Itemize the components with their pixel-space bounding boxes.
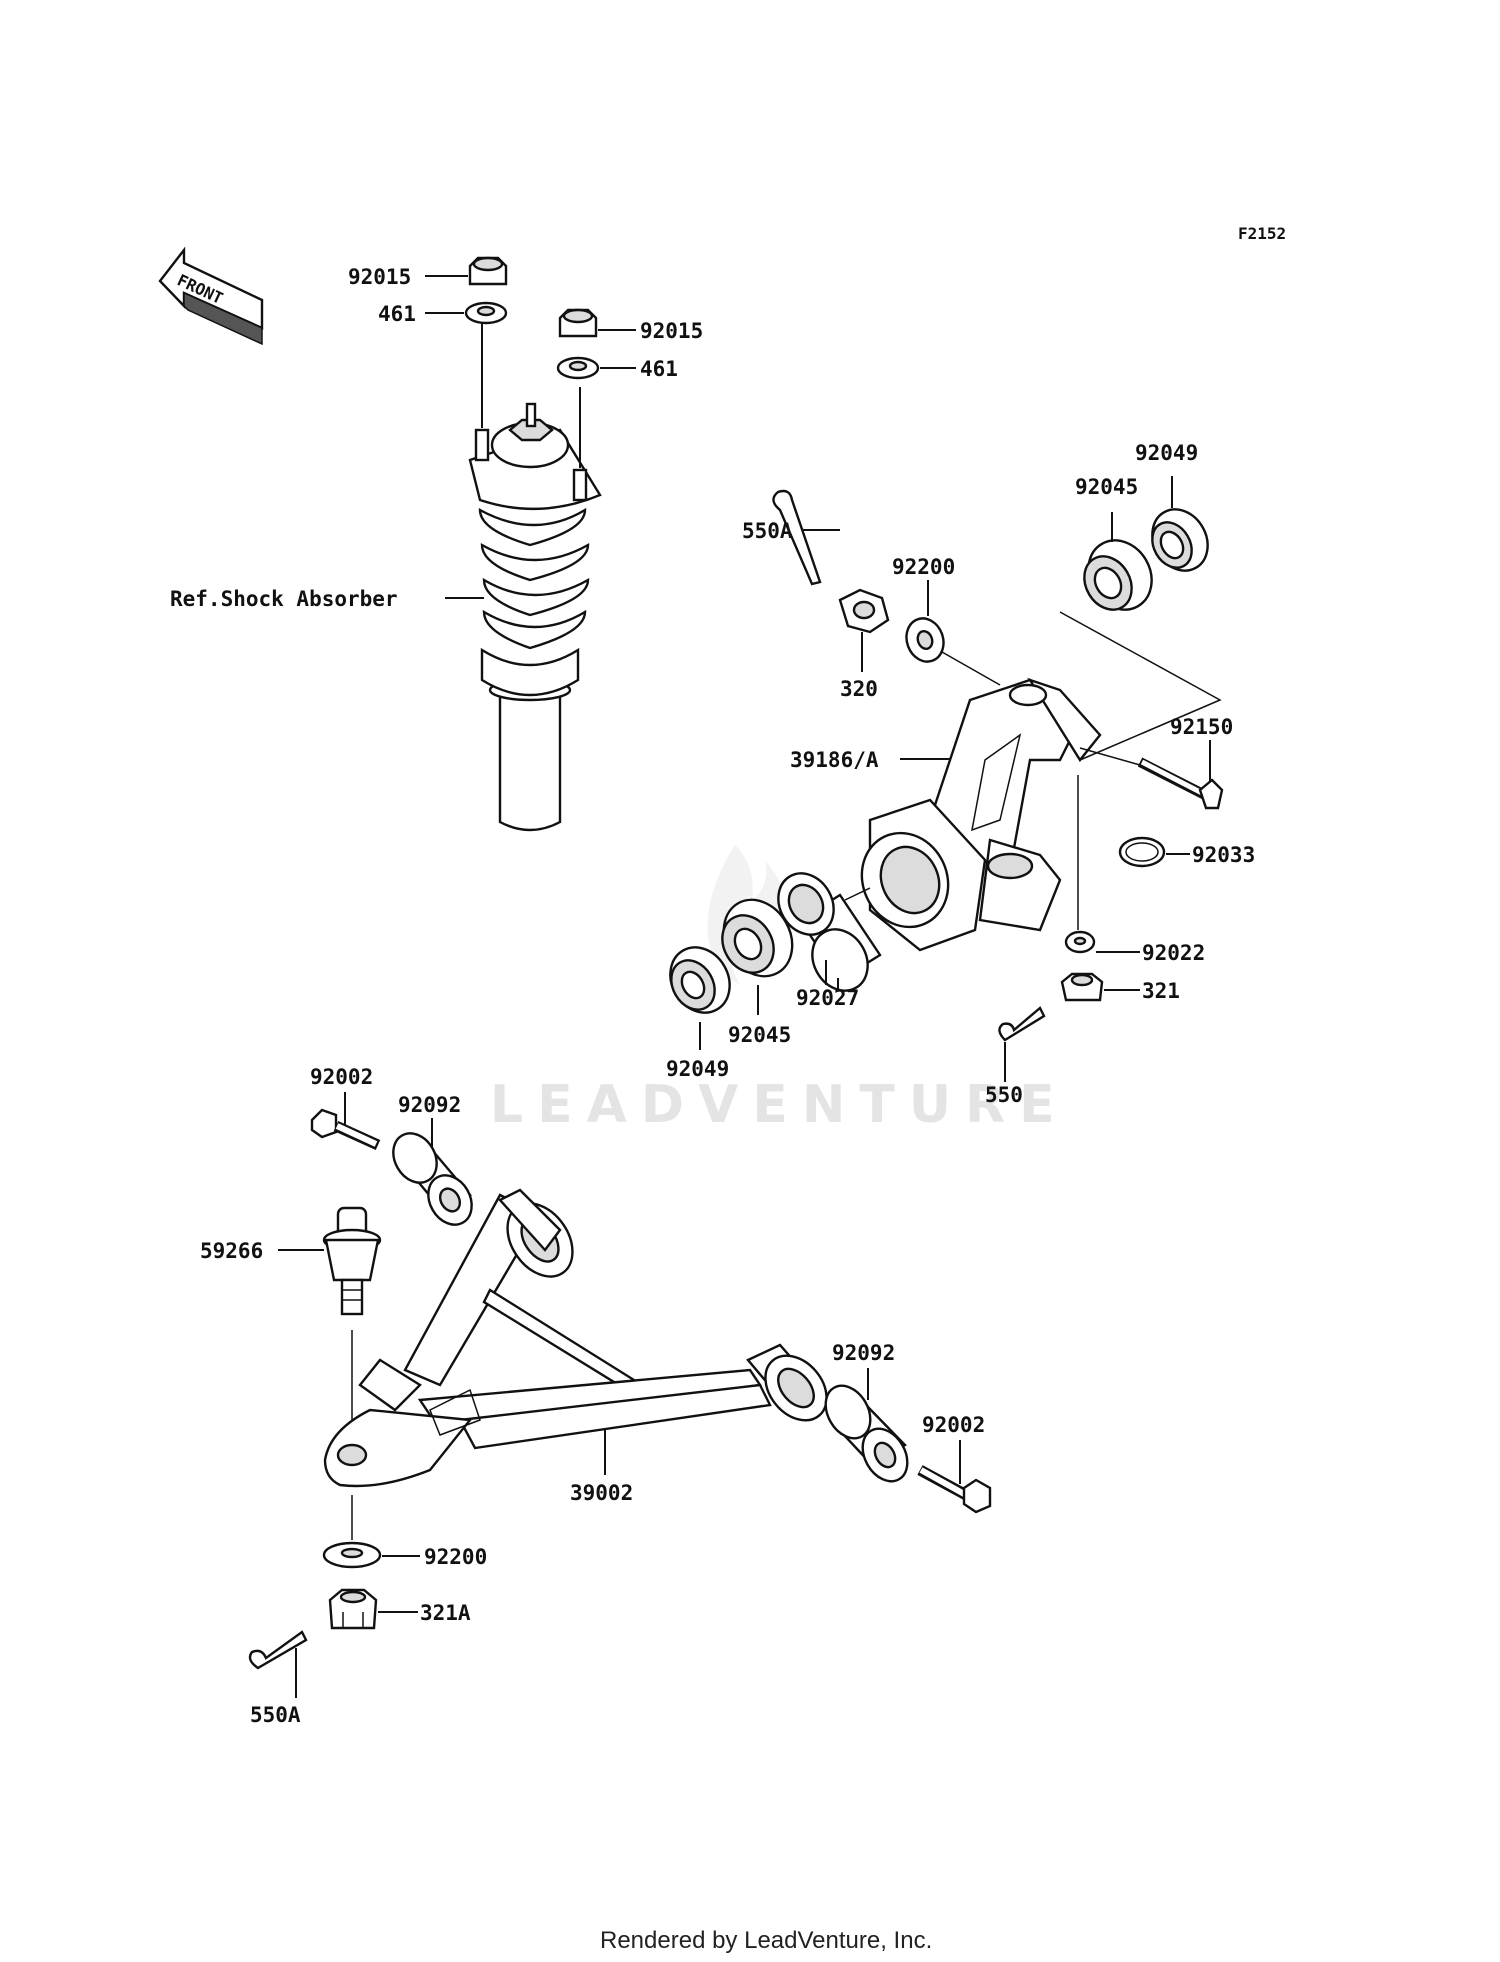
- label-92015-right: 92015: [640, 319, 703, 343]
- bearing-92045-bottom: 92045: [721, 898, 794, 1047]
- nut-92015-right: 92015: [558, 308, 703, 343]
- front-arrow-icon: FRONT: [158, 246, 264, 346]
- nut-321: 321: [1060, 972, 1180, 1003]
- cotter-pin-550a-top: 550A: [742, 489, 840, 586]
- label-321a: 321A: [420, 1601, 471, 1625]
- label-39002: 39002: [570, 1481, 633, 1505]
- label-92002-left: 92002: [310, 1065, 373, 1089]
- label-92049-bottom: 92049: [666, 1057, 729, 1081]
- circlip-92033: 92033: [1118, 836, 1255, 868]
- label-92045-bottom: 92045: [728, 1023, 791, 1047]
- bush-92092-right: 92092: [824, 1341, 909, 1483]
- knuckle-39186a: 39186/A: [790, 677, 1102, 952]
- label-92150: 92150: [1170, 715, 1233, 739]
- washer-92022: 92022: [1064, 775, 1205, 965]
- a-arm-39002: 39002: [323, 1188, 828, 1505]
- castle-nut-321a: 321A: [328, 1588, 471, 1630]
- label-550a-bottom: 550A: [250, 1703, 301, 1727]
- label-92002-right: 92002: [922, 1413, 985, 1437]
- castle-nut-320: 320: [838, 588, 890, 701]
- seal-92049-bottom: 92049: [666, 946, 731, 1081]
- label-92022: 92022: [1142, 941, 1205, 965]
- label-92027: 92027: [796, 986, 859, 1010]
- spring-coils-icon: [478, 507, 590, 650]
- figure-code: F2152: [1238, 224, 1286, 243]
- nut-92015-left: 92015: [348, 256, 508, 289]
- label-92092-left: 92092: [398, 1093, 461, 1117]
- washer-92200-top: 92200: [892, 555, 1001, 686]
- label-92045-top: 92045: [1075, 475, 1138, 499]
- reference-label: Ref.Shock Absorber: [170, 587, 398, 611]
- label-461-left: 461: [378, 302, 416, 326]
- bolt-92150: 92150: [1079, 715, 1233, 810]
- seal-92049-top: 92049: [1135, 441, 1209, 572]
- label-92092-right: 92092: [832, 1341, 895, 1365]
- bolt-92002-right: 92002: [917, 1413, 992, 1514]
- ball-joint-59266: 59266: [200, 1206, 382, 1420]
- label-92200-top: 92200: [892, 555, 955, 579]
- collar-92027: 92027: [777, 872, 882, 1010]
- washer-461-left: 461: [378, 301, 508, 326]
- cotter-pin-550: 550: [985, 1006, 1046, 1107]
- label-550a-top: 550A: [742, 519, 793, 543]
- watermark-text: LEADVENTURE: [490, 1075, 1069, 1135]
- label-550: 550: [985, 1083, 1023, 1107]
- label-321: 321: [1142, 979, 1180, 1003]
- label-59266: 59266: [200, 1239, 263, 1263]
- label-92200-bottom: 92200: [424, 1545, 487, 1569]
- bolt-92002-left: 92002: [310, 1065, 381, 1151]
- reference-label-group: Ref.Shock Absorber: [170, 587, 484, 611]
- label-92015-left: 92015: [348, 265, 411, 289]
- label-320: 320: [840, 677, 878, 701]
- label-92033: 92033: [1192, 843, 1255, 867]
- label-92049-top: 92049: [1135, 441, 1198, 465]
- washer-92200-bottom: 92200: [322, 1495, 487, 1569]
- bush-92092-left: 92092: [392, 1093, 473, 1226]
- shock-absorber: [468, 323, 602, 832]
- bearing-92045-top: 92045: [1075, 475, 1153, 611]
- footer-credit: Rendered by LeadVenture, Inc.: [600, 1927, 932, 1954]
- label-39186a: 39186/A: [790, 748, 879, 772]
- washer-461-right: 461: [556, 356, 678, 381]
- cotter-pin-550a-bottom: 550A: [248, 1630, 308, 1727]
- label-461-right: 461: [640, 357, 678, 381]
